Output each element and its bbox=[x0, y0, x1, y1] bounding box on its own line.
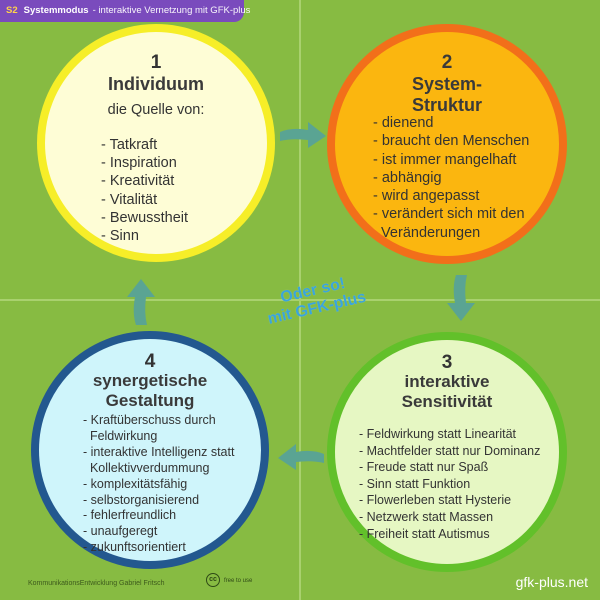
list-item: - Sinn bbox=[101, 228, 139, 245]
circle-title: Individuum bbox=[108, 74, 204, 94]
list-item: - Feldwirkung statt Linearität bbox=[359, 427, 517, 441]
circle-list: - Tatkraft - Inspiration - Kreativität -… bbox=[101, 136, 188, 245]
list-item: - Tatkraft bbox=[101, 137, 158, 153]
list-item: - Bewusstheit bbox=[101, 209, 189, 226]
circle-number: 3 bbox=[441, 352, 453, 373]
circle-title-line2: Struktur bbox=[411, 95, 482, 115]
list-item: - Sinn statt Funktion bbox=[359, 476, 471, 491]
list-item: - komplexitätsfähig bbox=[83, 476, 188, 491]
list-item: - Netzwerk statt Massen bbox=[359, 509, 494, 524]
header-subtitle: - interaktive Vernetzung mit GFK-plus bbox=[92, 5, 251, 16]
footer-author: KommunikationsEntwicklung Gabriel Fritsc… bbox=[28, 580, 165, 587]
circle-list: - Feldwirkung statt Linearität - Machtfe… bbox=[359, 426, 540, 542]
list-item: - Kraftüberschuss durch bbox=[83, 413, 216, 427]
circle-number: 2 bbox=[441, 52, 453, 73]
list-item: - ist immer mangelhaft bbox=[373, 151, 517, 168]
list-item: - Freiheit statt Autismus bbox=[359, 526, 490, 541]
circle-title: interaktive Sensitivität bbox=[335, 372, 559, 412]
circle-title: synergetische Gestaltung bbox=[39, 371, 261, 411]
list-item: - dienend bbox=[373, 115, 434, 131]
circle-title-line1: System- bbox=[411, 74, 483, 94]
arrow-down-icon bbox=[447, 275, 475, 321]
circle-list: - Kraftüberschuss durch Feldwirkung - in… bbox=[83, 413, 234, 556]
footer-website: gfk-plus.net bbox=[515, 574, 588, 590]
list-item: - Vitalität bbox=[101, 191, 158, 208]
circle-number: 1 bbox=[150, 52, 162, 73]
list-item: - Kreativität bbox=[101, 173, 175, 190]
circle-title-line2: Sensitivität bbox=[401, 392, 493, 411]
list-item: Veränderungen bbox=[373, 224, 481, 241]
circle-synergetische-gestaltung: 4 synergetische Gestaltung - Kraftübersc… bbox=[31, 331, 269, 569]
list-item: - unaufgeregt bbox=[83, 524, 158, 539]
header-tab: S2 Systemmodus- interaktive Vernetzung mi… bbox=[0, 0, 250, 22]
circle-number: 4 bbox=[144, 351, 156, 372]
circle-title: System- Struktur bbox=[335, 74, 559, 116]
list-item: - Freude statt nur Spaß bbox=[359, 460, 489, 475]
circle-title-line1: interaktive bbox=[404, 372, 490, 391]
list-item: - fehlerfreundlich bbox=[83, 508, 177, 523]
list-item: - Inspiration bbox=[101, 155, 177, 172]
list-item: Feldwirkung bbox=[83, 428, 158, 443]
list-item: - verändert sich mit den bbox=[373, 206, 525, 223]
list-item: - braucht den Menschen bbox=[373, 133, 530, 150]
arrow-up-icon bbox=[127, 279, 155, 325]
list-item: - wird angepasst bbox=[373, 188, 480, 205]
circle-individuum: 1 Individuum die Quelle von: - Tatkraft … bbox=[37, 24, 275, 262]
list-item: - Flowerleben statt Hysterie bbox=[359, 493, 512, 508]
circle-system-struktur: 2 System- Struktur - dienend - braucht d… bbox=[327, 24, 567, 264]
circle-lead: die Quelle von: bbox=[107, 102, 205, 118]
list-item: - zukunftsorientiert bbox=[83, 540, 186, 555]
list-item: Kollektivverdummung bbox=[83, 460, 210, 475]
header-mode: Systemmodus bbox=[23, 5, 89, 16]
circle-list: - dienend - braucht den Menschen - ist i… bbox=[373, 114, 529, 242]
free-to-use-label: free to use bbox=[224, 578, 253, 584]
creative-commons-icon: cc bbox=[206, 573, 220, 587]
list-item: - selbstorganisierend bbox=[83, 492, 200, 507]
circle-title-line2: Gestaltung bbox=[105, 391, 195, 410]
list-item: - interaktive Intelligenz statt bbox=[83, 444, 235, 459]
list-item: - abhängig bbox=[373, 169, 442, 186]
arrow-right-icon bbox=[280, 122, 326, 148]
arrow-left-icon bbox=[278, 444, 324, 470]
circle-interaktive-sensitivitaet: 3 interaktive Sensitivität - Feldwirkung… bbox=[327, 332, 567, 572]
header-code: S2 bbox=[6, 5, 18, 16]
list-item: - Machtfelder statt nur Dominanz bbox=[359, 443, 541, 458]
circle-title-line1: synergetische bbox=[92, 371, 208, 390]
horizontal-divider bbox=[0, 299, 600, 301]
